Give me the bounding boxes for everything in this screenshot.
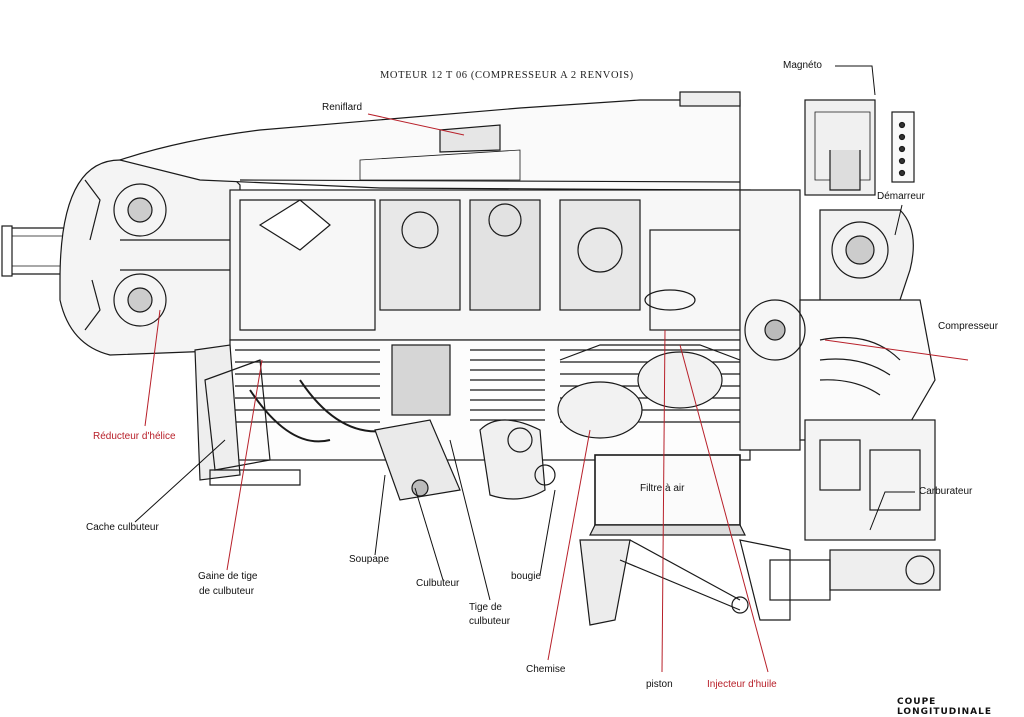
label-compresseur: Compresseur [938,321,999,332]
leader-carburateur [869,491,915,531]
label-tige-2: culbuteur [469,616,511,627]
cylinder-liners [557,289,741,439]
leader-culbuteur [414,487,444,581]
leader-soupape [374,474,386,556]
leader-gaine [226,359,263,571]
footer-caption: COUPE LONGITUDINALE [897,697,992,717]
leader-magneto [835,65,876,96]
crankcase-top [117,91,741,191]
leader-lines [134,65,969,673]
label-reducteur: Réducteur d'hélice [93,431,176,442]
reduction-gear-housing [59,159,241,356]
label-magneto: Magnéto [783,60,822,71]
lower-linkage [579,539,791,626]
leader-cache [134,439,226,523]
leader-reducteur [144,309,161,427]
label-injecteur: Injecteur d'huile [707,679,777,690]
magneto-unit [804,99,915,196]
leader-compresseur [824,339,969,361]
rocker-cover [194,344,301,486]
carburettor-unit [769,419,941,601]
label-cache: Cache culbuteur [86,522,159,533]
leader-injecteur [679,344,769,673]
label-chemise: Chemise [526,664,566,675]
label-filtre: Filtre à air [640,483,685,494]
leader-reniflard [367,113,465,136]
label-gaine-1: Gaine de tige [198,571,258,582]
compressor-unit [739,189,936,451]
valve-gear [374,419,556,501]
cylinder-block [229,189,751,341]
air-filter-box [589,454,746,536]
label-carburateur: Carburateur [919,486,973,497]
leader-demarreur [894,204,903,236]
label-reniflard: Reniflard [322,102,363,113]
leader-tige [449,439,491,601]
label-soupape: Soupape [349,554,390,565]
label-piston: piston [646,679,673,690]
label-demarreur: Démarreur [877,191,925,202]
label-tige-1: Tige de [469,602,502,613]
label-culbuteur: Culbuteur [416,578,460,589]
leader-piston [661,329,666,673]
leader-chemise [547,429,591,661]
diagram-title: MOTEUR 12 T 06 (COMPRESSEUR A 2 RENVOIS) [380,70,634,81]
leader-bougie [539,489,556,576]
label-bougie: bougie [511,571,542,582]
starter-unit [819,209,914,301]
label-gaine-2: de culbuteur [199,586,255,597]
